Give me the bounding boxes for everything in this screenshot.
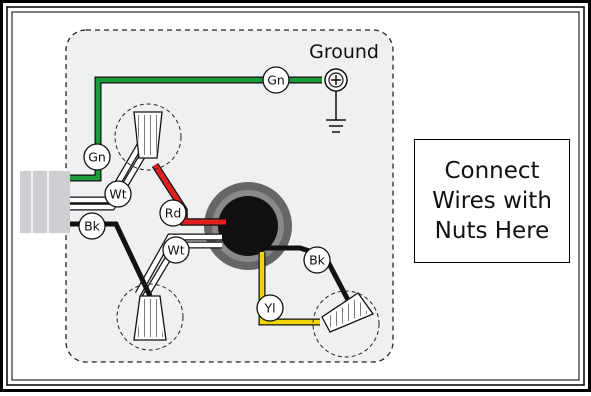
note-line-1: Connect (444, 158, 540, 184)
ground-screw-icon (324, 68, 348, 92)
label-gn-top-text: Gn (267, 73, 285, 88)
incoming-cable (20, 171, 70, 233)
label-wt-upper: Wt (104, 180, 132, 208)
device-center (204, 182, 292, 270)
label-yl: Yl (256, 294, 284, 322)
label-gn-top: Gn (262, 66, 290, 94)
yellow-wire (258, 252, 320, 326)
label-wt-lower-text: Wt (167, 243, 184, 258)
label-gn-left-text: Gn (88, 150, 106, 165)
wire-nut-bottom-left (116, 283, 184, 351)
note-line-3: Nuts Here (434, 218, 550, 244)
wire-nut-bottom-right (312, 290, 380, 358)
ground-label: Ground (309, 41, 379, 63)
label-gn-left: Gn (83, 143, 111, 171)
label-rd-text: Rd (165, 206, 182, 221)
label-yl-text: Yl (263, 301, 275, 316)
earth-ground-icon (326, 91, 346, 133)
note-line-2: Wires with (432, 188, 552, 214)
label-wt-lower: Wt (162, 236, 190, 264)
label-rd: Rd (159, 199, 187, 227)
label-bk-right: Bk (303, 246, 331, 274)
label-bk-right-text: Bk (309, 253, 326, 268)
instruction-note: Connect Wires with Nuts Here (414, 139, 570, 263)
wire-nut-top (114, 103, 182, 171)
label-bk-left-text: Bk (84, 219, 101, 234)
ground-wire (70, 76, 322, 182)
label-wt-upper-text: Wt (109, 187, 126, 202)
label-bk-left: Bk (78, 212, 106, 240)
